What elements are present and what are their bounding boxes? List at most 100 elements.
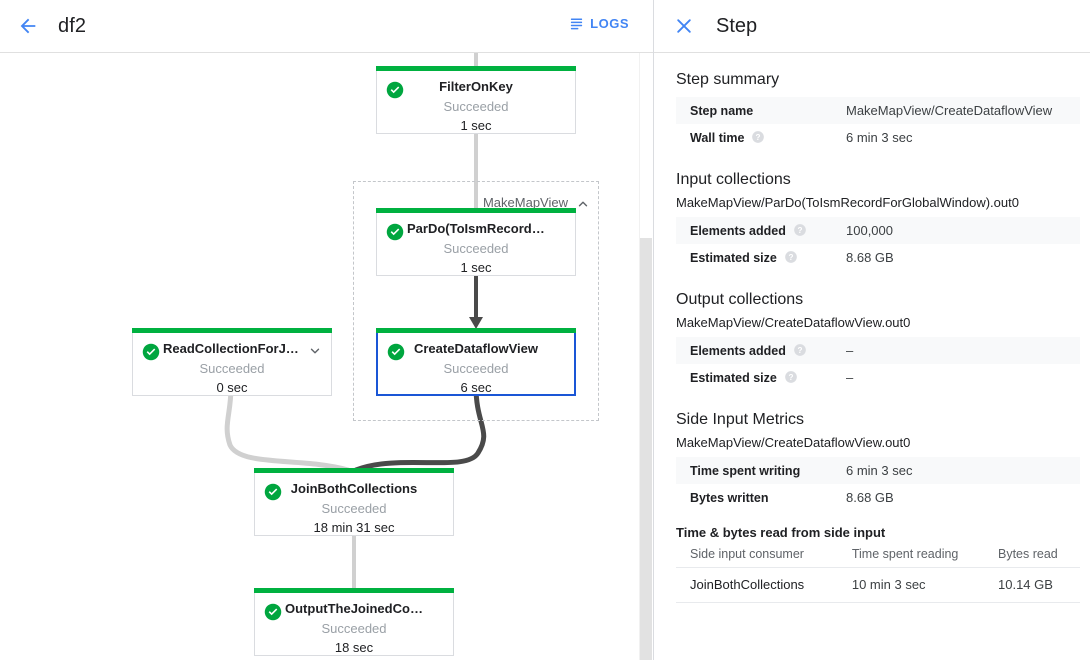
column-header-bytes-read[interactable]: Bytes read (998, 542, 1080, 568)
node-name: CreateDataflowView (413, 341, 539, 356)
row-value: 6 min 3 sec (846, 463, 913, 478)
row-label: Time spent writing (690, 463, 801, 478)
row-value: 6 min 3 sec (846, 130, 913, 145)
node-status: Succeeded (443, 241, 509, 256)
node-status-bar (376, 66, 576, 71)
step-details-pane: Step Step summary Step name MakeMapView/… (654, 0, 1090, 660)
row-value: 8.68 GB (846, 250, 894, 265)
pane-divider (653, 0, 654, 660)
node-name: FilterOnKey (439, 79, 513, 94)
section-heading-step-summary: Step summary (676, 71, 780, 88)
table-row: Wall time? 6 min 3 sec (676, 124, 1080, 151)
node-status-bar (376, 328, 576, 333)
cell-bytes-read: 10.14 GB (998, 567, 1080, 603)
node-status: Succeeded (199, 361, 265, 376)
node-duration: 1 sec (460, 118, 492, 133)
logs-button[interactable]: LOGS (563, 12, 635, 35)
check-circle-icon (386, 81, 404, 99)
table-row: Elements added? 100,000 (676, 217, 1080, 244)
node-status-bar (376, 208, 576, 213)
node-name: JoinBothCollections (290, 481, 418, 496)
spacer (676, 511, 1082, 525)
table-row: Estimated size? 8.68 GB (676, 244, 1080, 271)
svg-text:?: ? (756, 133, 761, 142)
table-row: Step name MakeMapView/CreateDataflowView (676, 97, 1080, 124)
node-status-bar (132, 328, 332, 333)
graph-node-createdataflowview[interactable]: CreateDataflowView Succeeded 6 sec (376, 328, 576, 396)
graph-node-outputthejoinedcollection[interactable]: OutputTheJoinedCollec… Succeeded 18 sec (254, 588, 454, 656)
section-heading-side-input-metrics: Side Input Metrics (676, 411, 805, 428)
column-header-consumer[interactable]: Side input consumer (676, 542, 852, 568)
chevron-up-icon[interactable] (576, 197, 590, 211)
help-icon[interactable]: ? (751, 130, 765, 144)
node-duration: 0 sec (216, 380, 248, 395)
help-icon[interactable]: ? (793, 343, 807, 357)
input-collection-path: MakeMapView/ParDo(ToIsmRecordForGlobalWi… (676, 195, 1019, 210)
arrow-back-icon[interactable] (6, 4, 50, 48)
step-panel-title: Step (716, 14, 758, 37)
help-icon[interactable]: ? (784, 370, 798, 384)
close-icon[interactable] (664, 6, 704, 46)
graph-scrollbar-thumb[interactable] (640, 238, 652, 660)
table-header-row: Side input consumer Time spent reading B… (676, 542, 1080, 568)
node-duration: 18 min 31 sec (313, 520, 395, 535)
node-status: Succeeded (321, 621, 387, 636)
side-input-metrics-path: MakeMapView/CreateDataflowView.out0 (676, 435, 911, 450)
row-value: 100,000 (846, 223, 893, 238)
node-status-bar (254, 468, 454, 473)
step-details-body: Step summary Step name MakeMapView/Creat… (654, 53, 1090, 603)
row-value: 8.68 GB (846, 490, 894, 505)
graph-node-readcollectionforjoin[interactable]: ReadCollectionForJoin Succeeded 0 sec (132, 328, 332, 396)
side-input-metrics-table: Time spent writing 6 min 3 sec Bytes wri… (676, 457, 1080, 511)
help-icon[interactable]: ? (784, 250, 798, 264)
node-duration: 6 sec (460, 380, 492, 395)
check-circle-icon (387, 343, 405, 361)
graph-scrollbar[interactable] (639, 53, 653, 660)
node-duration: 1 sec (460, 260, 492, 275)
step-summary-table: Step name MakeMapView/CreateDataflowView… (676, 97, 1080, 151)
output-collection-path: MakeMapView/CreateDataflowView.out0 (676, 315, 911, 330)
svg-text:?: ? (797, 346, 802, 355)
row-value: – (846, 343, 854, 358)
group-label: MakeMapView (482, 195, 568, 210)
row-label: Elements added (690, 344, 786, 358)
group-makemapview[interactable]: MakeMapView (353, 181, 599, 421)
node-status: Succeeded (443, 99, 509, 114)
row-label: Wall time (690, 131, 745, 145)
help-icon[interactable]: ? (793, 223, 807, 237)
graph-node-pardo[interactable]: ParDo(ToIsmRecordFor… Succeeded 1 sec (376, 208, 576, 276)
table-header: Side input consumer Time spent reading B… (676, 542, 1080, 568)
check-circle-icon (264, 483, 282, 501)
output-collections-table: Elements added? – Estimated size? – (676, 337, 1080, 391)
node-status-bar (254, 588, 454, 593)
row-value: MakeMapView/CreateDataflowView (846, 103, 1053, 118)
table-body: JoinBothCollections 10 min 3 sec 10.14 G… (676, 567, 1080, 603)
logs-button-label: LOGS (590, 16, 629, 31)
job-header: df2 LOGS (0, 0, 653, 53)
chevron-down-icon[interactable] (308, 344, 322, 358)
cell-consumer: JoinBothCollections (676, 567, 852, 603)
graph-node-joinbothcollections[interactable]: JoinBothCollections Succeeded 18 min 31 … (254, 468, 454, 536)
node-name: ParDo(ToIsmRecordFor… (407, 221, 566, 236)
row-label: Elements added (690, 224, 786, 238)
row-label: Bytes written (690, 490, 769, 505)
section-heading-output-collections: Output collections (676, 291, 804, 308)
graph-node-filteronkey[interactable]: FilterOnKey Succeeded 1 sec (376, 66, 576, 134)
check-circle-icon (264, 603, 282, 621)
table-row: JoinBothCollections 10 min 3 sec 10.14 G… (676, 567, 1080, 603)
section-heading-input-collections: Input collections (676, 171, 791, 188)
table-row: Elements added? – (676, 337, 1080, 364)
job-graph-canvas[interactable]: MakeMapView FilterOnKey Succeeded 1 sec (0, 53, 653, 660)
page-title: df2 (58, 14, 87, 37)
side-input-reads-table: Side input consumer Time spent reading B… (676, 542, 1080, 603)
svg-text:?: ? (788, 253, 793, 262)
column-header-time-spent-reading[interactable]: Time spent reading (851, 542, 998, 568)
spacer (676, 151, 1082, 171)
node-status: Succeeded (321, 501, 387, 516)
row-label: Step name (690, 103, 754, 118)
svg-text:?: ? (797, 226, 802, 235)
table-row: Estimated size? – (676, 364, 1080, 391)
step-panel-header: Step (654, 0, 1090, 53)
check-circle-icon (142, 343, 160, 361)
